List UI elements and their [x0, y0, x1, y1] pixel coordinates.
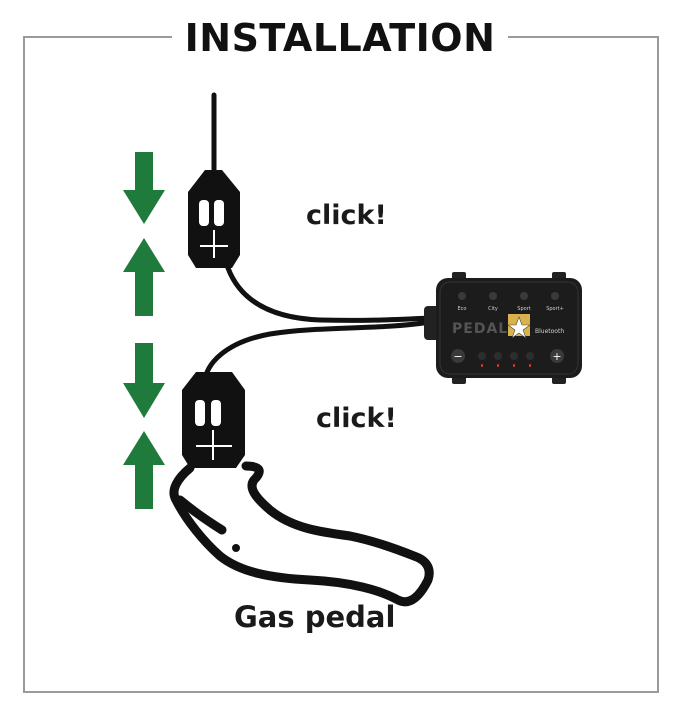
level-indicator: [481, 364, 483, 367]
minus-button: [451, 349, 465, 363]
arrow-down-icon-top: [123, 152, 165, 224]
level-indicator: [497, 364, 499, 367]
mode-sport-plus-button: [551, 292, 559, 300]
mode-city-label: City: [488, 306, 498, 312]
level-led: [494, 352, 502, 360]
mode-eco-label: Eco: [458, 306, 467, 312]
level-indicator: [529, 364, 531, 367]
click-label-bottom: click!: [316, 403, 397, 434]
arrow-up-icon-top: [123, 238, 165, 316]
level-indicator: [513, 364, 515, 367]
page-title: INSTALLATION: [172, 14, 508, 62]
pedal-pivot: [232, 544, 240, 552]
level-led: [478, 352, 486, 360]
connector-bottom: [182, 372, 245, 468]
gas-pedal-icon: [169, 461, 434, 607]
star-icon: [507, 316, 531, 339]
bluetooth-label: Bluetooth: [535, 328, 564, 335]
plus-button: [550, 349, 564, 363]
wiring-cables: [202, 92, 433, 385]
connector-top: [188, 170, 240, 268]
mode-sport-button: [520, 292, 528, 300]
mode-sport-plus-label: Sport+: [546, 306, 564, 312]
mode-eco-button: [458, 292, 466, 300]
mode-sport-label: Sport: [517, 306, 530, 312]
plus-icon: +: [552, 350, 561, 363]
click-label-top: click!: [306, 200, 387, 231]
mode-city-button: [489, 292, 497, 300]
brand-logo: PEDAL: [452, 321, 508, 337]
gas-pedal-label: Gas pedal: [234, 600, 396, 634]
pedal-controller-device: Eco City Sport Sport+ PEDAL Bluetooth − …: [424, 272, 582, 384]
arrow-up-icon-bottom: [123, 431, 165, 509]
level-led: [510, 352, 518, 360]
level-led: [526, 352, 534, 360]
minus-icon: −: [453, 350, 462, 363]
arrow-down-icon-bottom: [123, 343, 165, 418]
